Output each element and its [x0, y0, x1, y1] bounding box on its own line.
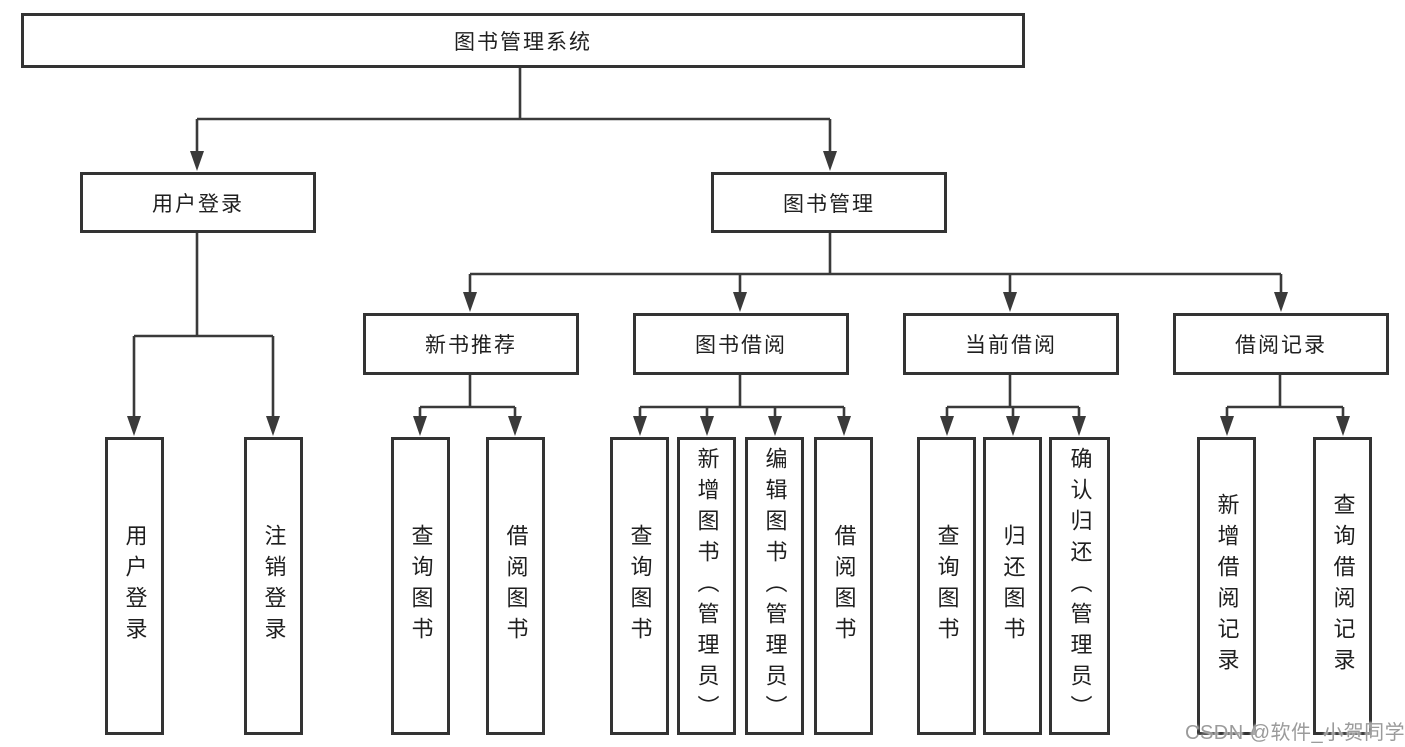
leaf-edit-book-admin: 编辑图书（管理员）	[745, 437, 804, 735]
node-book-borrowing: 图书借阅	[633, 313, 849, 375]
leaf-label: 查询图书	[934, 524, 960, 648]
leaf-add-book-admin: 新增图书（管理员）	[677, 437, 736, 735]
node-label: 借阅记录	[1235, 334, 1327, 357]
leaf-label: 借阅图书	[831, 524, 857, 648]
leaf-label: 注销登录	[261, 524, 287, 648]
leaf-return-book: 归还图书	[983, 437, 1042, 735]
node-book-management-branch: 图书管理	[711, 172, 947, 233]
node-library-management-system: 图书管理系统	[21, 13, 1025, 68]
node-user-login-branch: 用户登录	[80, 172, 316, 233]
leaf-label: 查询图书	[627, 524, 653, 648]
leaf-label: 确认归还（管理员）	[1067, 446, 1093, 726]
leaf-label: 编辑图书（管理员）	[762, 446, 788, 726]
leaf-query-books-recommend: 查询图书	[391, 437, 450, 735]
leaf-label: 新增图书（管理员）	[694, 446, 720, 726]
node-label: 用户登录	[152, 192, 244, 216]
leaf-label: 借阅图书	[503, 524, 529, 648]
node-label: 图书借阅	[695, 334, 787, 357]
leaf-user-login: 用户登录	[105, 437, 164, 735]
leaf-query-books-current: 查询图书	[917, 437, 976, 735]
leaf-label: 新增借阅记录	[1214, 493, 1240, 679]
leaf-label: 查询图书	[408, 524, 434, 648]
arrowheads	[127, 151, 1350, 436]
node-label: 图书管理系统	[454, 30, 592, 54]
leaf-add-borrow-record: 新增借阅记录	[1197, 437, 1256, 735]
leaf-label: 用户登录	[122, 524, 148, 648]
leaf-confirm-return-admin: 确认归还（管理员）	[1049, 437, 1110, 735]
node-label: 当前借阅	[965, 334, 1057, 357]
leaf-logout: 注销登录	[244, 437, 303, 735]
leaf-query-books-borrow: 查询图书	[610, 437, 669, 735]
node-borrowing-records: 借阅记录	[1173, 313, 1389, 375]
leaf-label: 查询借阅记录	[1330, 493, 1356, 679]
node-new-book-recommend: 新书推荐	[363, 313, 579, 375]
node-current-borrowing: 当前借阅	[903, 313, 1119, 375]
leaf-query-borrow-record: 查询借阅记录	[1313, 437, 1372, 735]
csdn-watermark: CSDN @软件_小贺同学	[1185, 722, 1405, 744]
node-label: 新书推荐	[425, 334, 517, 357]
leaf-label: 归还图书	[1000, 524, 1026, 648]
node-label: 图书管理	[783, 192, 875, 216]
leaf-borrow-books-recommend: 借阅图书	[486, 437, 545, 735]
leaf-borrow-books: 借阅图书	[814, 437, 873, 735]
